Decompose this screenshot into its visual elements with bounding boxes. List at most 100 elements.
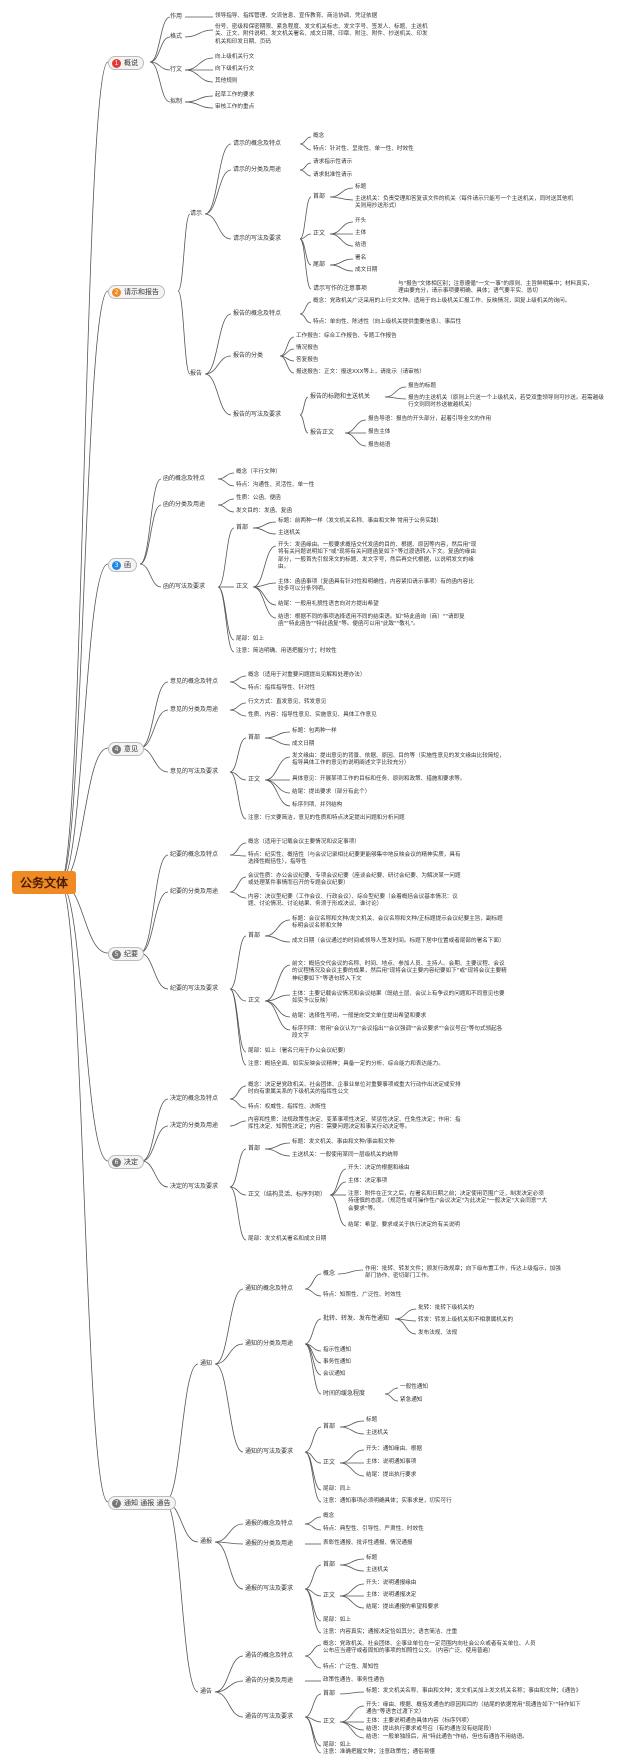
node-tb-gainian-tedian[interactable]: 通报的概念及特点 — [245, 1520, 294, 1527]
node-tz-renmian[interactable]: 时间的缓急程度 — [323, 1390, 366, 1397]
leaf-yj-xingwen: 行文方式：直发意见、转发意见 — [248, 699, 327, 705]
node-tongbao[interactable]: 通报 — [200, 1538, 213, 1545]
leaf-jd-fujian: 注意：附件在正文之后，在署名和日期之前；决定使用范围广泛，制发决定必须持谨慎的态… — [348, 1191, 548, 1212]
node-yj-xiefa[interactable]: 意见的写法及要求 — [170, 768, 219, 775]
node-tg-xiefa[interactable]: 通告的写法及要求 — [245, 1713, 294, 1720]
node-jd-gainian-tedian[interactable]: 决定的概念及特点 — [170, 1095, 219, 1102]
node-tz-shoubu[interactable]: 首部 — [323, 1423, 336, 1430]
connector-line — [214, 1691, 244, 1718]
node-tb-zhengwen[interactable]: 正文 — [323, 1592, 336, 1599]
node-tg-gainian-tedian[interactable]: 通告的概念及特点 — [245, 1652, 294, 1659]
leaf-qs-fenlei-b: 请求批准性请示 — [313, 172, 353, 178]
connector-line — [59, 882, 109, 1503]
node-han-fenlei[interactable]: 函的分类及用途 — [163, 501, 206, 508]
node-bg-biaoti[interactable]: 报告的标题和主送机关 — [310, 393, 371, 400]
connector-line — [264, 935, 291, 943]
node-tongzhi[interactable]: 通知 — [200, 1360, 213, 1367]
node-jy-fenlei[interactable]: 纪要的分类及用途 — [170, 888, 219, 895]
connector-line — [229, 1098, 247, 1109]
node-tb-shoubu[interactable]: 首部 — [323, 1561, 336, 1568]
node-han-gainian-tedian[interactable]: 函的概念及特点 — [163, 475, 206, 482]
node-jd-xiefa[interactable]: 决定的写法及要求 — [170, 1183, 219, 1190]
node-geshi[interactable]: 格式 — [170, 33, 183, 40]
node-jd-shoubu[interactable]: 首部 — [248, 1145, 261, 1152]
root-node[interactable]: 公务文体 — [12, 871, 77, 894]
node-yj-fenlei[interactable]: 意见的分类及用途 — [170, 706, 219, 713]
node-qs-weibu[interactable]: 尾部 — [313, 261, 326, 268]
node-bg-fenlei[interactable]: 报告的分类 — [233, 352, 264, 359]
leaf-yj-biaoti: 标题：包两种一样 — [292, 728, 337, 734]
node-tb-xiefa[interactable]: 通报的写法及要求 — [245, 1585, 294, 1592]
node-qs-zhuyi[interactable]: 请示写作的注意事项 — [313, 285, 368, 292]
leaf-tz-pizhuan-b: 转发：转发上级机关和不相隶属机关的 — [418, 1317, 514, 1323]
node-yj-gainian-tedian[interactable]: 意见的概念及特点 — [170, 678, 219, 685]
leaf-yj-lianxi: 标序列项、并列结构 — [292, 802, 343, 808]
leaf-tz-kaitou: 开头：通知缘由、根据 — [366, 1446, 422, 1452]
node-jy-shoubu[interactable]: 首部 — [248, 932, 261, 939]
leaf-jy-tedian: 特点：纪实性、概括性（与会议记录相比纪要更能够集中地反映会议的精神实质，具有选择… — [248, 852, 461, 866]
connector-line — [264, 1148, 291, 1157]
node-tz-pizhuan[interactable]: 批转、转发、发布性通知 — [323, 1315, 390, 1322]
node-tb-fenlei[interactable]: 通报的分类及用途 — [245, 1540, 294, 1547]
node-qs-xiefa[interactable]: 请示的写法及要求 — [233, 235, 282, 242]
connector-line — [164, 1363, 199, 1503]
leaf-qs-jieyu: 结语 — [355, 242, 367, 248]
connector-line — [299, 238, 312, 290]
leaf-jy-jieyu: 结尾：选择性写明，一般是向受文单位提出希望和要求 — [292, 1013, 427, 1019]
node-tz-zhengwen[interactable]: 正文 — [323, 1459, 336, 1466]
node-bg-gainian-tedian[interactable]: 报告的概念及特点 — [233, 310, 282, 317]
connector-line — [177, 290, 191, 375]
leaf-zuoyong: 领导指导、指挥管理、交流信息、宣传教育、商洽协调、凭证依据 — [215, 13, 378, 19]
connector-line — [217, 586, 235, 641]
node-tz-gainian[interactable]: 概念 — [323, 1270, 336, 1277]
node-qs-fenlei[interactable]: 请示的分类及用途 — [233, 166, 282, 173]
node-tonggao[interactable]: 通告 — [200, 1688, 213, 1695]
leaf-bg-fenlei-d: 报送报告：正文：报送XXX等上，请批示（请审核） — [296, 369, 425, 375]
connector-line — [304, 1343, 322, 1395]
node-yj-shoubu[interactable]: 首部 — [248, 734, 261, 741]
node-baogao[interactable]: 报告 — [190, 370, 203, 377]
node-tz-xiefa[interactable]: 通知的写法及要求 — [245, 1448, 294, 1455]
node-tg-zhengwen[interactable]: 正文 — [323, 1718, 336, 1725]
leaf-han-kaitou: 开头：发函缘由。一般要求概括交代发函的目的、根据、原因等内容，然后用"现将有关问… — [278, 542, 477, 571]
node-tg-shoubu[interactable]: 首部 — [323, 1690, 336, 1697]
node-qs-gainian-tedian[interactable]: 请示的概念及特点 — [233, 140, 282, 147]
node-han-zhengwen[interactable]: 正文 — [236, 583, 249, 590]
connector-line — [252, 582, 277, 588]
node-zuoyong[interactable]: 作用 — [170, 13, 183, 20]
connector-line — [184, 101, 214, 109]
section-1-title: 概说 — [124, 59, 138, 67]
node-xingwen[interactable]: 行文 — [170, 66, 183, 73]
node-qs-zhengwen[interactable]: 正文 — [313, 230, 326, 237]
node-qs-shoubu[interactable]: 首部 — [313, 193, 326, 200]
node-jd-fenlei[interactable]: 决定的分类及用途 — [170, 1122, 219, 1129]
node-han-xiefa[interactable]: 函的写法及要求 — [163, 583, 206, 590]
node-han-shoubu[interactable]: 首部 — [236, 524, 249, 531]
node-tz-fenlei[interactable]: 通知的分类及用途 — [245, 1340, 294, 1347]
node-tg-fenlei[interactable]: 通告的分类及用途 — [245, 1677, 294, 1684]
node-jy-zhengwen[interactable]: 正文 — [248, 997, 261, 1004]
connector-line — [329, 187, 354, 198]
node-bg-xiefa[interactable]: 报告的写法及要求 — [233, 411, 282, 418]
leaf-bg-tedian: 特点：单向性、陈述性（向上级机关提供重要信息）、事后性 — [313, 319, 462, 325]
connector-line — [384, 396, 407, 400]
node-nizhi[interactable]: 拟制 — [170, 98, 183, 105]
node-bg-zhengwen[interactable]: 报告正文 — [310, 429, 335, 436]
node-jy-gainian-tedian[interactable]: 纪要的概念及特点 — [170, 851, 219, 858]
node-tz-gainian-tedian[interactable]: 通知的概念及特点 — [245, 1285, 294, 1292]
number-badge-icon: 3 — [112, 560, 121, 570]
node-yj-zhengwen[interactable]: 正文 — [248, 776, 261, 783]
connector-line — [339, 1558, 365, 1566]
node-jy-xiefa[interactable]: 纪要的写法及要求 — [170, 985, 219, 992]
leaf-han-jieyu: 结尾：一般用礼貌性语言向对方提出希望 — [278, 601, 379, 607]
number-badge-icon: 5 — [112, 949, 121, 959]
node-jd-zhengwen[interactable]: 正文（结构灵活、标序列项） — [248, 1191, 327, 1198]
node-qingshi[interactable]: 请示 — [190, 210, 203, 217]
